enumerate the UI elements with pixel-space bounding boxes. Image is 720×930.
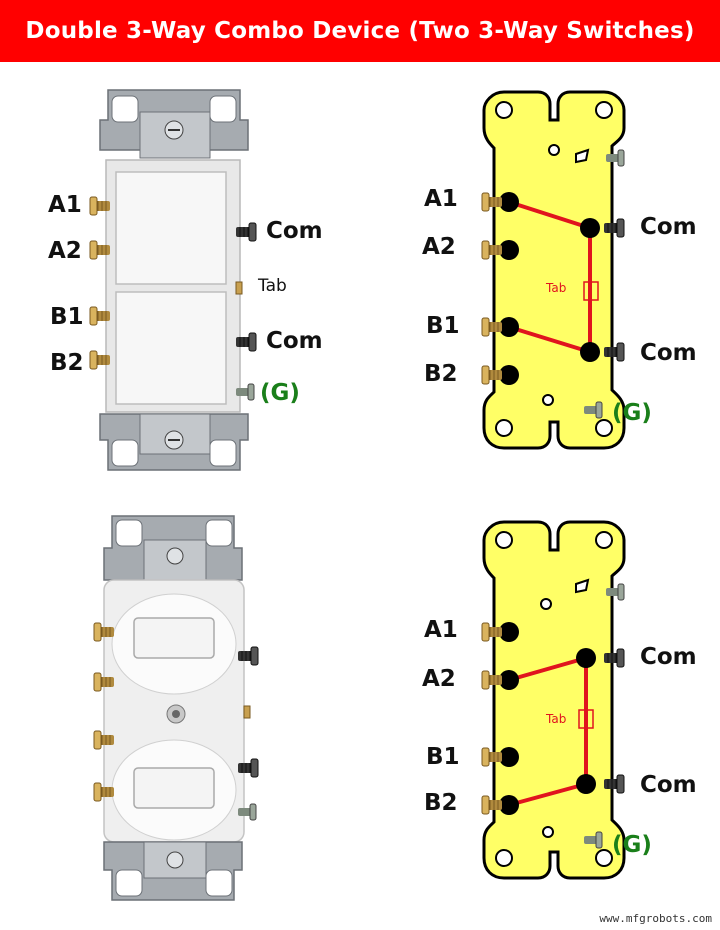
label-com: Com (640, 772, 697, 798)
watermark: www.mfgrobots.com (599, 912, 712, 925)
terminal-dot (499, 795, 519, 815)
label-a2: A2 (422, 234, 456, 260)
terminal-dot (580, 342, 600, 362)
toggle-device-illustration (93, 515, 259, 901)
label-b1: B1 (426, 744, 460, 770)
terminal-dot (499, 365, 519, 385)
label-ground: (G) (612, 400, 652, 426)
label-a1: A1 (424, 186, 458, 212)
terminal-dot (576, 774, 596, 794)
terminal-dot (499, 192, 519, 212)
label-a1: A1 (424, 617, 458, 643)
label-com: Com (266, 218, 323, 244)
terminal-dot (576, 648, 596, 668)
label-tab: Tab (258, 276, 287, 296)
title-bar: Double 3-Way Combo Device (Two 3-Way Swi… (0, 0, 720, 62)
terminal-dot (499, 317, 519, 337)
tab-icon (235, 281, 243, 295)
tab-icon (243, 705, 251, 719)
label-com: Com (640, 644, 697, 670)
label-tab: Tab (546, 281, 567, 295)
label-com: Com (266, 328, 323, 354)
label-com: Com (640, 214, 697, 240)
terminal-dot (499, 240, 519, 260)
label-b2: B2 (424, 361, 458, 387)
terminal-dot (499, 747, 519, 767)
rocker-device-illustration (89, 89, 257, 471)
label-b2: B2 (50, 350, 84, 376)
schematic-top (481, 90, 626, 450)
terminal-dot (580, 218, 600, 238)
label-com: Com (640, 340, 697, 366)
label-b1: B1 (426, 313, 460, 339)
label-a1: A1 (48, 192, 82, 218)
label-ground: (G) (612, 832, 652, 858)
label-ground: (G) (260, 380, 300, 406)
label-b2: B2 (424, 790, 458, 816)
label-a2: A2 (422, 666, 456, 692)
schematic-bottom (481, 520, 626, 880)
page-title: Double 3-Way Combo Device (Two 3-Way Swi… (25, 18, 695, 44)
label-a2: A2 (48, 238, 82, 264)
terminal-dot (499, 670, 519, 690)
terminal-dot (499, 622, 519, 642)
label-tab: Tab (546, 712, 567, 726)
label-b1: B1 (50, 304, 84, 330)
